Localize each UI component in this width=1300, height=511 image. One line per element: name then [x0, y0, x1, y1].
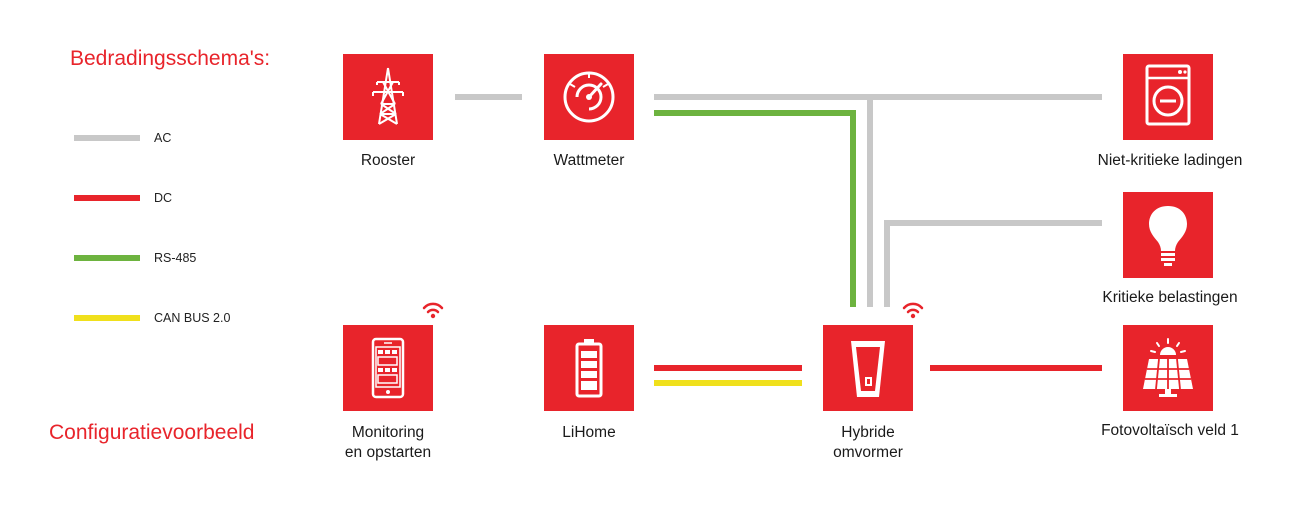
wattmeter-node[interactable]: [544, 54, 634, 140]
noncritical-loads-node[interactable]: [1123, 54, 1213, 140]
noncritical-loads-label: Niet-kritieke ladingen: [1097, 152, 1243, 169]
wattmeter-label: Wattmeter: [553, 152, 625, 169]
monitoring-label-line2: en opstarten: [344, 444, 432, 461]
legend-swatch-ac: [74, 135, 140, 141]
wiring-diagram-title: Bedradingsschema's:: [70, 47, 271, 70]
battery-label: LiHome: [562, 424, 616, 441]
monitoring-node[interactable]: [343, 325, 433, 411]
pv-field-node[interactable]: [1123, 325, 1213, 411]
legend-label: AC: [154, 131, 172, 145]
battery-node[interactable]: [544, 325, 634, 411]
power-pylon-icon: [372, 67, 404, 125]
pv-field-label: Fotovoltaïsch veld 1: [1101, 422, 1239, 439]
light-bulb-icon: [1149, 206, 1187, 266]
inverter-label: Hybride omvormer: [808, 423, 928, 463]
legend-item-ac: AC: [74, 131, 171, 145]
monitoring-label: Monitoring en opstarten: [328, 423, 448, 463]
grid-label: Rooster: [360, 152, 416, 169]
battery-icon: [575, 339, 603, 398]
configuration-example-title: Configuratievoorbeeld: [49, 421, 255, 444]
legend-label: RS-485: [154, 251, 197, 265]
wire-critical-inverter-ac: [884, 220, 1102, 307]
legend-label: DC: [154, 191, 173, 205]
legend-swatch-rs485: [74, 255, 140, 261]
critical-loads-label: Kritieke belastingen: [1102, 289, 1238, 306]
legend-item-canbus: CAN BUS 2.0: [74, 311, 230, 325]
wire-wattmeter-inverter-rs485: [654, 110, 856, 307]
inverter-label-line2: omvormer: [833, 444, 903, 461]
grid-node[interactable]: [343, 54, 433, 140]
solar-panel-icon: [1143, 338, 1193, 397]
smartphone-icon: [371, 337, 405, 399]
monitoring-label-line1: Monitoring: [351, 424, 425, 441]
legend-item-dc: DC: [74, 191, 172, 205]
washing-machine-icon: [1145, 64, 1191, 126]
inverter-label-line1: Hybride: [841, 424, 895, 441]
legend-swatch-canbus: [74, 315, 140, 321]
critical-loads-node[interactable]: [1123, 192, 1213, 278]
inverter-node[interactable]: [823, 325, 913, 411]
meter-gauge-icon: [563, 71, 615, 123]
legend-label: CAN BUS 2.0: [154, 311, 231, 325]
wifi-icon: [902, 302, 924, 319]
legend-swatch-dc: [74, 195, 140, 201]
wifi-icon: [422, 302, 444, 319]
inverter-icon: [851, 341, 885, 397]
legend-item-rs485: RS-485: [74, 251, 196, 265]
